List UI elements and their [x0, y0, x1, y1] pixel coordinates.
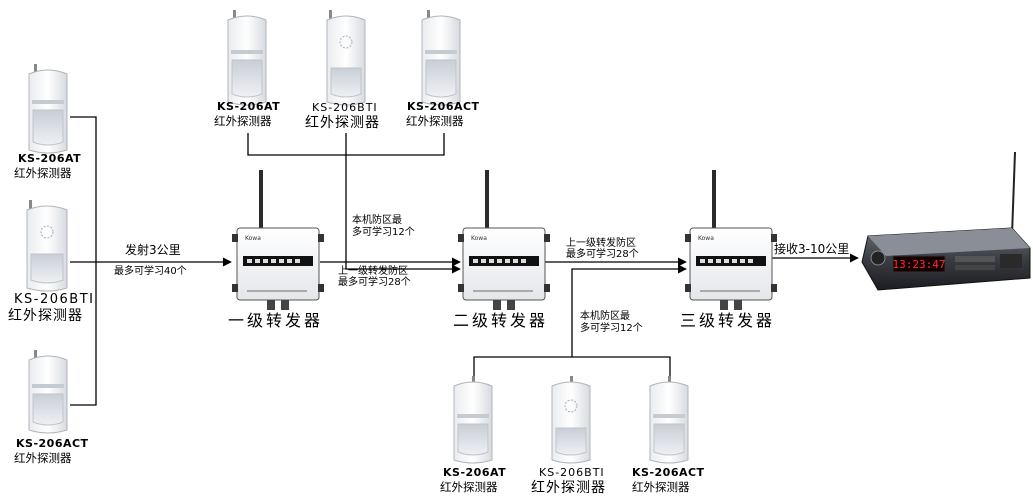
bottom-to-third-note-1: 本机防区最 [580, 311, 630, 322]
top-to-second-note-1: 本机防区最 [352, 215, 402, 226]
detector-bottom-3 [649, 376, 689, 464]
bottom-to-third-line [571, 264, 687, 357]
first-to-second-note-2: 最多可学习28个 [338, 277, 411, 288]
repeater-1-name: 一级转发器 [228, 311, 324, 330]
repeater-2: Kowa [458, 170, 550, 310]
detector-left-3 [28, 350, 68, 434]
host-receiver [861, 151, 1031, 291]
top-to-second-note-2: 多可学习12个 [352, 227, 415, 238]
detector-top-2 [326, 10, 366, 106]
top-detector-3-name: 红外探测器 [406, 114, 464, 128]
bottom-detector-3-model: KS-206ACT [632, 466, 705, 479]
bottom-detector-1-model: KS-206AT [443, 466, 507, 479]
bottom-to-third-note-2: 多可学习12个 [580, 323, 643, 334]
bottom-detector-2-name: 红外探测器 [531, 480, 606, 496]
left-detector-3-model: KS-206ACT [16, 437, 89, 450]
left-detector-1-name: 红外探测器 [14, 166, 72, 180]
top-detector-3-model: KS-206ACT [407, 100, 480, 113]
antenna-icon [712, 170, 716, 230]
repeater-2-name: 二级转发器 [453, 311, 549, 330]
top-detector-2-name: 红外探测器 [305, 115, 380, 131]
bottom-detector-2-model: KS-206BTI [539, 466, 605, 479]
left-to-first-note-2: 最多可学习40个 [114, 266, 187, 277]
first-to-second-note-1: 上一级转发防区 [338, 266, 408, 277]
antenna-icon [485, 170, 489, 230]
bottom-detector-3-name: 红外探测器 [632, 480, 690, 494]
top-to-second-line [345, 133, 461, 274]
host-antenna-icon [1011, 151, 1016, 236]
detector-left-1 [28, 64, 68, 154]
antenna-icon [259, 170, 263, 230]
repeater-3-name: 三级转发器 [680, 311, 776, 330]
second-to-third-note-1: 上一级转发防区 [566, 238, 636, 249]
left-detector-1-model: KS-206AT [18, 152, 82, 165]
third-to-host-note: 接收3-10公里 [774, 242, 850, 256]
svg-text:Kowa: Kowa [698, 235, 714, 242]
left-bracket [70, 116, 97, 406]
repeater-1: Kowa [232, 170, 324, 310]
repeater-3: Kowa [685, 170, 777, 310]
svg-text:Kowa: Kowa [245, 235, 261, 242]
detector-top-3 [421, 10, 461, 106]
top-detector-1-name: 红外探测器 [214, 114, 272, 128]
detector-bottom-2 [551, 376, 591, 464]
detector-top-1 [227, 10, 267, 106]
bottom-detector-1-name: 红外探测器 [440, 480, 498, 494]
second-to-third-note-2: 最多可学习28个 [566, 249, 639, 260]
left-detector-3-name: 红外探测器 [14, 451, 72, 465]
host-display: 13:23:47 [893, 258, 946, 271]
top-detector-2-model: KS-206BTI [312, 101, 378, 114]
top-detector-1-model: KS-206AT [217, 100, 281, 113]
detector-left-2 [26, 200, 68, 292]
detector-bottom-1 [453, 376, 493, 464]
connection-lines [70, 116, 859, 406]
left-detector-2-name: 红外探测器 [8, 308, 83, 324]
left-detector-2-model: KS-206BTI [14, 292, 95, 307]
left-to-first-note-1: 发射3公里 [125, 243, 181, 257]
svg-text:Kowa: Kowa [471, 235, 487, 242]
